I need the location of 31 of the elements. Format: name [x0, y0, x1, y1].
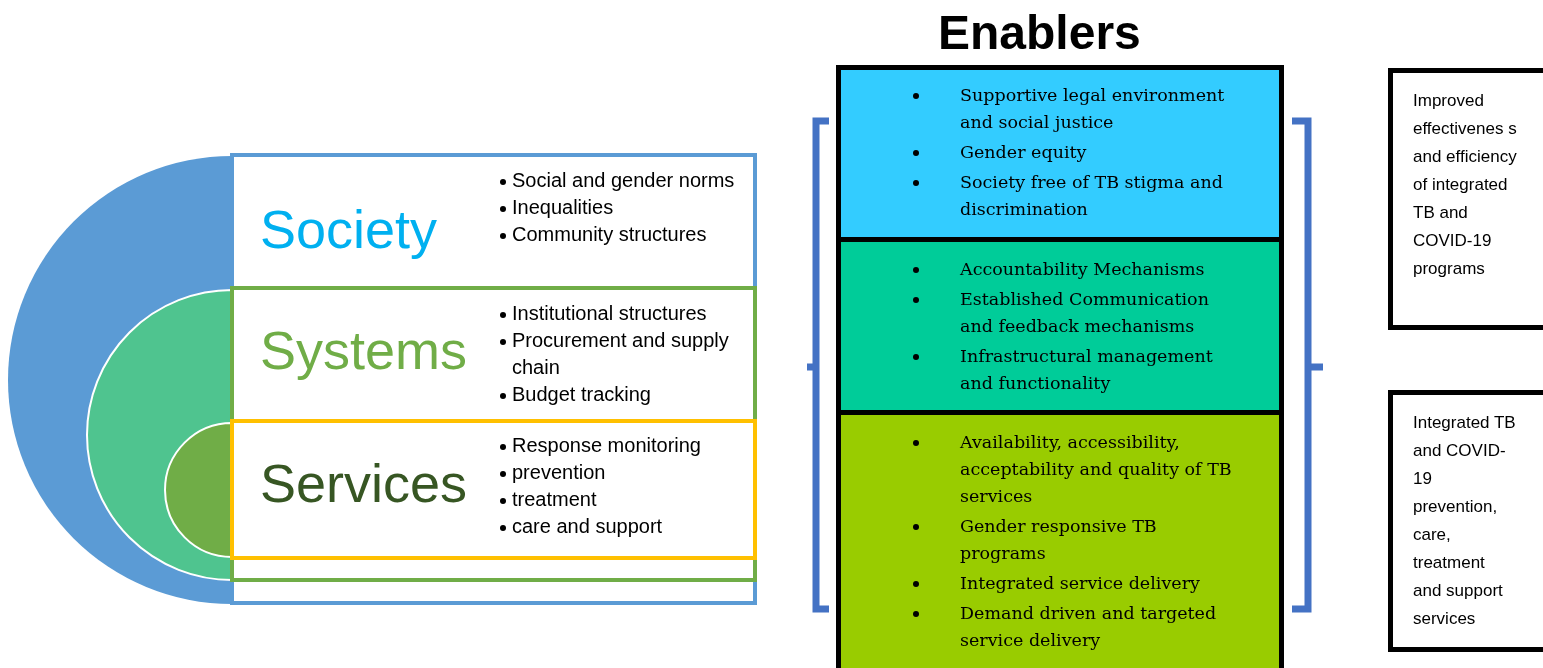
bullet-item: Society free of TB stigma and discrimination — [841, 169, 1246, 223]
bullet-item: Inequalities — [500, 194, 738, 221]
services-box — [230, 419, 757, 560]
bullet-item: Budget tracking — [500, 381, 738, 408]
systems-box — [230, 286, 757, 582]
bullet-item: Infrastructural management and functionality — [841, 343, 1246, 397]
outcome-text: Improved effectivenes s and efficiency of integrated TB and COVID-19 programs — [1413, 90, 1517, 280]
outcome-box — [1388, 68, 1543, 330]
heading: Services — [260, 453, 468, 513]
bullet-item: Integrated service delivery — [841, 570, 1246, 597]
bullet-item: Gender equity — [841, 139, 1246, 166]
bullet-item: Accountability Mechanisms — [841, 256, 1246, 283]
heading: Society — [260, 199, 438, 259]
bullet-item: treatment — [500, 486, 738, 513]
bullet-item: Established Communication and feedback mechanisms — [841, 286, 1246, 340]
bullet-item: Procurement and supply chain — [500, 327, 738, 381]
bullet-item: Demand driven and targeted service delivery — [841, 600, 1246, 654]
title: Enablers — [938, 5, 1141, 61]
bullet-item: Social and gender norms — [500, 167, 738, 194]
bullet-item: care and support — [500, 513, 738, 540]
bullet-item: Availability, accessibility, acceptability and quality of TB services — [841, 429, 1246, 510]
bullet-item: Gender responsive TB programs — [841, 513, 1246, 567]
bullet-item: Response monitoring — [500, 432, 738, 459]
bullet-item: Community structures — [500, 221, 738, 248]
outcome-text: Integrated TB and COVID-19 prevention, care, treatment and support services — [1413, 412, 1517, 630]
society-box — [230, 153, 757, 605]
heading: Systems — [260, 320, 468, 380]
bullet-item: Institutional structures — [500, 300, 738, 327]
bullet-item: prevention — [500, 459, 738, 486]
bullet-item: Supportive legal environment and social justice — [841, 82, 1246, 136]
outcome-box — [1388, 390, 1543, 652]
